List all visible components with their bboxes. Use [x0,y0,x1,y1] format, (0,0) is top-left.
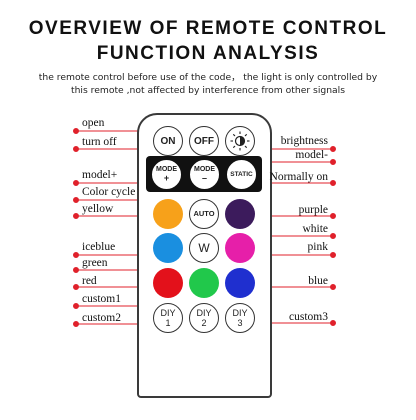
leader-dot [330,180,336,186]
leader-dot [330,320,336,326]
label-custom2: custom2 [82,312,121,324]
diy3-number: 3 [237,318,243,328]
diy2-label: DIY [196,308,212,318]
label-yellow: yellow [82,203,114,215]
mode-plus-button[interactable]: MODE+ [152,160,181,189]
white-button[interactable]: W [189,233,219,263]
leader-dot [330,213,336,219]
label-custom1: custom1 [82,293,121,305]
leader-dot [73,303,79,309]
subtitle-line-1: the remote control before use of the cod… [38,72,378,83]
mode-minus-button[interactable]: MODE– [190,160,219,189]
page-title-line-2: FUNCTION ANALYSIS [96,43,320,64]
label-purple: purple [298,204,328,216]
red-button[interactable] [153,268,183,298]
label-custom3: custom3 [289,311,328,323]
static-button[interactable]: STATIC [227,160,256,189]
white-label: W [198,241,210,255]
leader-dot [73,128,79,134]
label-brightness: brightness [280,135,328,147]
leader-dot [73,267,79,273]
brightness-icon [230,131,250,151]
leader-dot [330,284,336,290]
static-label: STATIC [230,170,253,178]
label-blue: blue [308,275,328,287]
diy2-number: 2 [201,318,207,328]
off-button-label: OFF [194,135,214,147]
pink-button[interactable] [225,233,255,263]
label-normally-on: Normally on [269,171,328,183]
diy3-label: DIY [232,308,248,318]
off-button[interactable]: OFF [189,126,219,156]
label-model-plus: model+ [82,169,118,181]
leader-dot [73,146,79,152]
minus-icon: – [201,172,207,183]
diy1-number: 1 [165,318,171,328]
iceblue-button[interactable] [153,233,183,263]
leader-dot [73,321,79,327]
purple-button[interactable] [225,199,255,229]
label-iceblue: iceblue [82,241,116,253]
leader-dot [73,252,79,258]
green-button[interactable] [189,268,219,298]
label-turn-off: turn off [82,136,117,148]
blue-button[interactable] [225,268,255,298]
label-open: open [82,117,105,129]
leader-dot [330,233,336,239]
yellow-button[interactable] [153,199,183,229]
leader-dot [73,180,79,186]
auto-label: AUTO [193,209,215,218]
label-red: red [82,275,97,287]
subtitle-line-2: this remote ,not affected by interferenc… [70,85,346,96]
label-model-minus: model- [295,149,328,161]
mode-plus-label: MODE [156,165,177,173]
label-pink: pink [307,241,328,253]
auto-button[interactable]: AUTO [189,199,219,229]
diy1-label: DIY [160,308,176,318]
plus-icon: + [163,172,170,183]
leader-dot [330,159,336,165]
leader-dot [330,252,336,258]
on-button[interactable]: ON [153,126,183,156]
leader-dot [73,213,79,219]
on-button-label: ON [160,135,176,147]
leader-dot [73,197,79,203]
leader-dot [73,284,79,290]
label-white: white [302,223,328,235]
leader-dot [330,146,336,152]
label-color-cycle: Color cycle [82,186,136,198]
brightness-button[interactable] [225,126,255,156]
label-green: green [82,257,108,269]
page-title: OVERVIEW OF REMOTE CONTROL [28,18,388,39]
mode-minus-label: MODE [194,165,215,173]
